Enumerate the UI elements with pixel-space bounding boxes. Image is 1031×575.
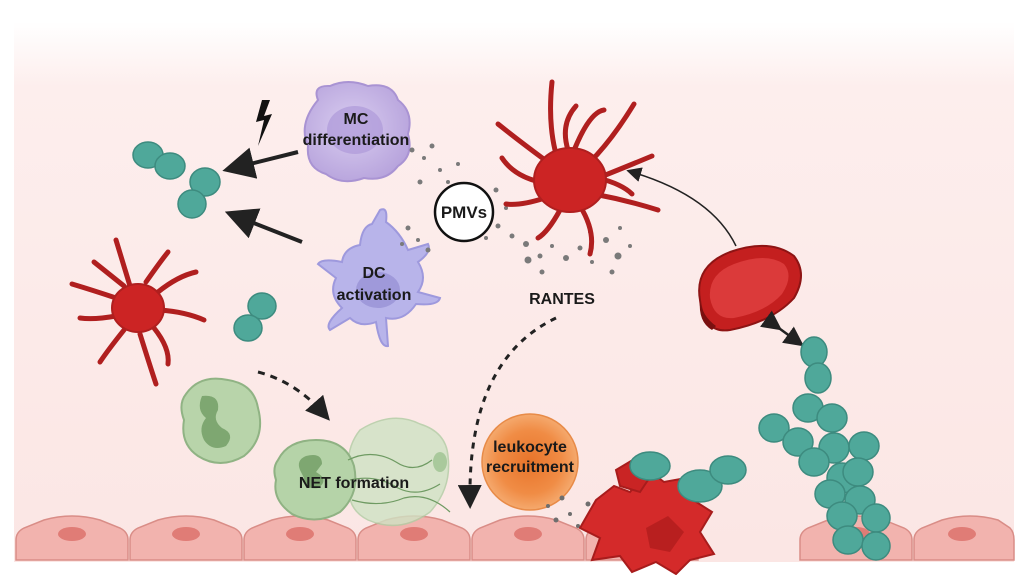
dendritic-cell: DC activation: [316, 208, 442, 348]
double-arrow-icon: [760, 310, 805, 347]
arrow-rbc-to-platelet: [626, 167, 737, 247]
net-label: NET formation: [299, 475, 409, 492]
red-blood-cell: [698, 244, 802, 332]
bacteria-pair-center: [233, 292, 277, 342]
mc-label-line1: MC: [344, 111, 369, 128]
dc-label-line2: activation: [337, 287, 412, 304]
mast-cell: MC differentiation: [303, 81, 411, 183]
arrow-neutrophil-to-net: [257, 370, 330, 421]
pmvs-label: PMVs: [441, 203, 487, 222]
arrow-dc-to-bacteria: [224, 208, 303, 244]
leuko-label-line2: recruitment: [486, 459, 575, 476]
dc-label-line1: DC: [362, 265, 386, 282]
leuko-label-line1: leukocyte: [493, 439, 567, 456]
rantes-label: RANTES: [529, 291, 595, 308]
platelet-aggregate: [578, 451, 747, 575]
pmvs-badge: PMVs: [433, 181, 495, 243]
neutrophil-cell: [180, 377, 262, 464]
activated-platelet-left: [69, 237, 207, 387]
activated-platelet-top: [495, 79, 661, 257]
mc-label-line2: differentiation: [303, 132, 410, 149]
bacteria-chain-right: [758, 336, 891, 561]
net-formation-cell: NET formation: [273, 417, 451, 527]
arrow-mc-to-bacteria: [222, 147, 299, 179]
leukocyte-cell: leukocyte recruitment: [481, 413, 579, 511]
bacteria-cluster-top: [132, 141, 221, 219]
lightning-icon: [256, 100, 272, 146]
platelet-dots-bottom: [546, 495, 591, 528]
